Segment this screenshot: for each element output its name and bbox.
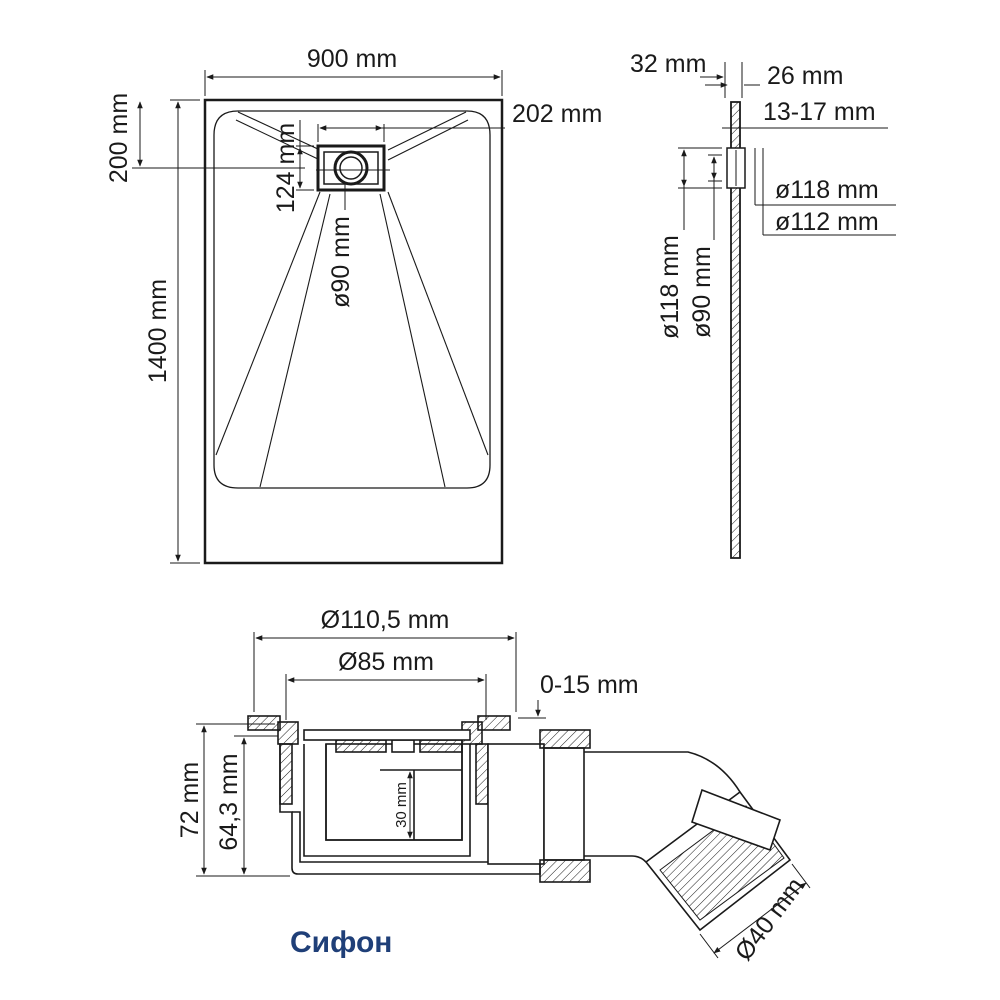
tray-slope-lines [215,111,489,488]
siphon-outlet [487,729,792,932]
drain-assembly [316,144,390,192]
hole-inner-diameter-label: ø90 mm [688,246,716,338]
siphon-caption: Сифон [290,926,392,959]
tray-inner-basin [213,110,491,489]
tray-side-view: 32 mm 26 mm 13-17 mm ø118 mm ø112 mm ø11… [630,50,896,559]
total-height-label: 72 mm [176,762,204,838]
siphon-body [247,715,541,875]
inner-diameter-label: ø112 mm [775,208,879,236]
siphon-section: Ø110,5 mm Ø85 mm 0-15 mm 72 mm 64,3 mm 3… [176,606,811,966]
tray-width-label: 900 mm [307,45,397,73]
tray-top-view: 900 mm 1400 mm 200 mm 202 mm 124 mm ø90 … [105,45,602,565]
body-height-label: 64,3 mm [215,753,243,850]
drain-diameter-label: ø90 mm [327,216,355,308]
inner-diameter-label: Ø85 mm [338,648,434,676]
drain-height-label: 124 mm [272,123,300,213]
water-seal-label: 30 mm [393,782,410,828]
tray-side-section [730,101,741,559]
depth-label: 13-17 mm [763,98,876,126]
hole-outer-diameter-label: ø118 mm [656,235,684,339]
outer-diameter-label: ø118 mm [775,176,879,204]
thickness-label: 32 mm [630,50,706,78]
edge-label: 26 mm [767,62,843,90]
flange-diameter-label: Ø110,5 mm [321,606,450,634]
adjust-range-label: 0-15 mm [540,671,639,699]
tray-length-label: 1400 mm [144,279,172,383]
tray-outline [203,98,504,565]
drain-offset-label: 200 mm [105,93,133,183]
drain-width-label: 202 mm [512,100,602,128]
